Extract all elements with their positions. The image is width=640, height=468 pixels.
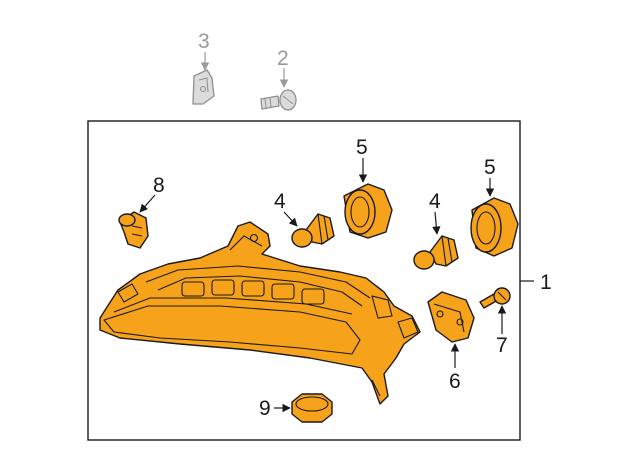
callout-3: 3 — [198, 30, 210, 53]
callout-1: 1 — [540, 271, 552, 294]
part-5-cap-right — [470, 197, 519, 257]
part-4-bulb-left — [291, 213, 335, 248]
part-3-bracket — [192, 69, 215, 105]
callout-2: 2 — [277, 47, 289, 70]
leader-4a — [283, 211, 298, 227]
part-6-module — [427, 291, 475, 343]
part-5-cap-left — [343, 183, 393, 239]
callout-7: 7 — [496, 334, 508, 357]
callout-5-left: 5 — [356, 136, 368, 159]
callout-8: 8 — [153, 174, 165, 197]
part-4-bulb-right — [413, 235, 459, 270]
leader-4b — [432, 211, 441, 235]
callout-9: 9 — [259, 397, 271, 420]
leader-8 — [139, 194, 156, 213]
callout-6: 6 — [449, 370, 461, 393]
part-8-socket — [118, 211, 149, 249]
callout-5-right: 5 — [484, 156, 496, 179]
part-7-screw — [479, 287, 511, 309]
callout-4-right: 4 — [429, 190, 441, 213]
part-1-headlamp-housing — [99, 221, 421, 405]
callout-4-left: 4 — [274, 190, 286, 213]
part-2-screw — [260, 89, 297, 111]
part-9-cap — [291, 393, 333, 423]
